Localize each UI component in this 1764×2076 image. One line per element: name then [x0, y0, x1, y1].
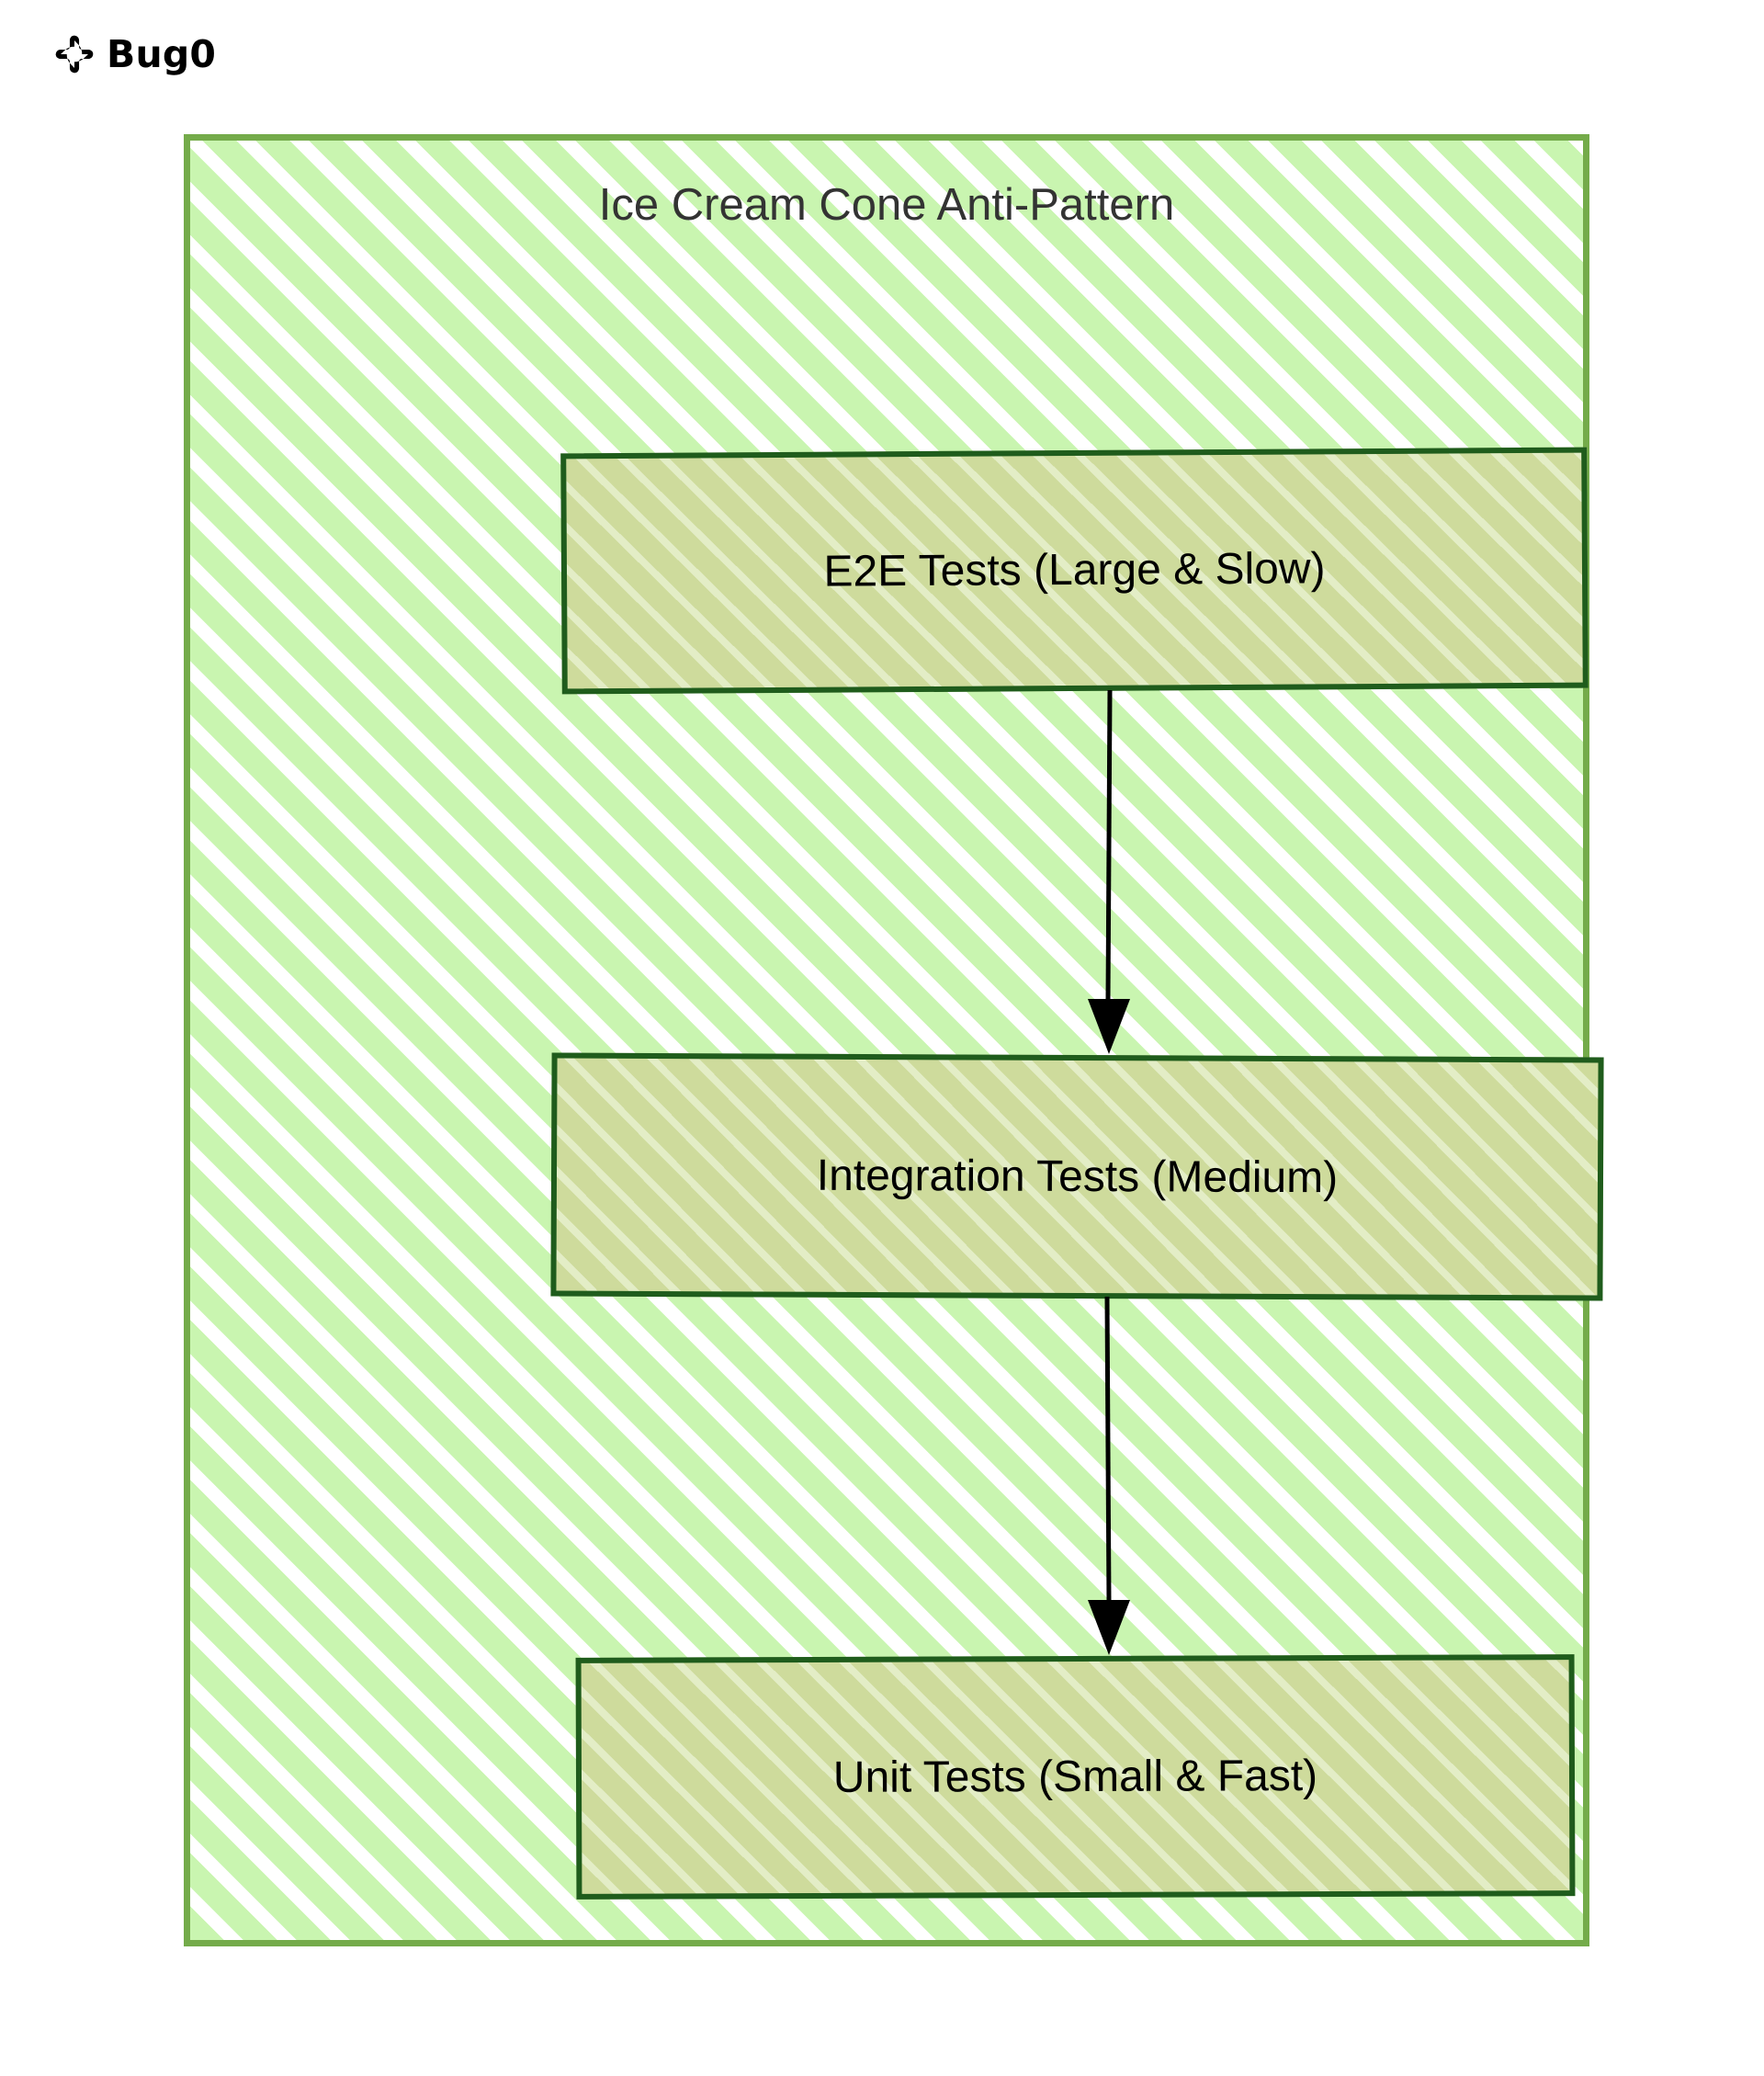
node-e2e-tests[interactable]: E2E Tests (Large & Slow): [560, 447, 1589, 695]
brand-logo: Bug0: [53, 33, 216, 75]
diagram-title: Ice Cream Cone Anti-Pattern: [598, 180, 1175, 230]
node-unit-tests[interactable]: Unit Tests (Small & Fast): [575, 1654, 1576, 1900]
node-integration-tests[interactable]: Integration Tests (Medium): [550, 1052, 1604, 1301]
node-label: Unit Tests (Small & Fast): [832, 1751, 1318, 1802]
diagram-container: Ice Cream Cone Anti-Pattern E2E Tests (L…: [184, 134, 1604, 1946]
node-label: Integration Tests (Medium): [816, 1151, 1339, 1203]
edge-integration-to-unit: [1088, 1296, 1130, 1655]
bug0-pinwheel-logo-icon: [55, 35, 94, 74]
node-label: E2E Tests (Large & Slow): [823, 544, 1326, 597]
edge-e2e-to-integration: [1088, 689, 1130, 1054]
brand-name: Bug0: [107, 31, 217, 76]
